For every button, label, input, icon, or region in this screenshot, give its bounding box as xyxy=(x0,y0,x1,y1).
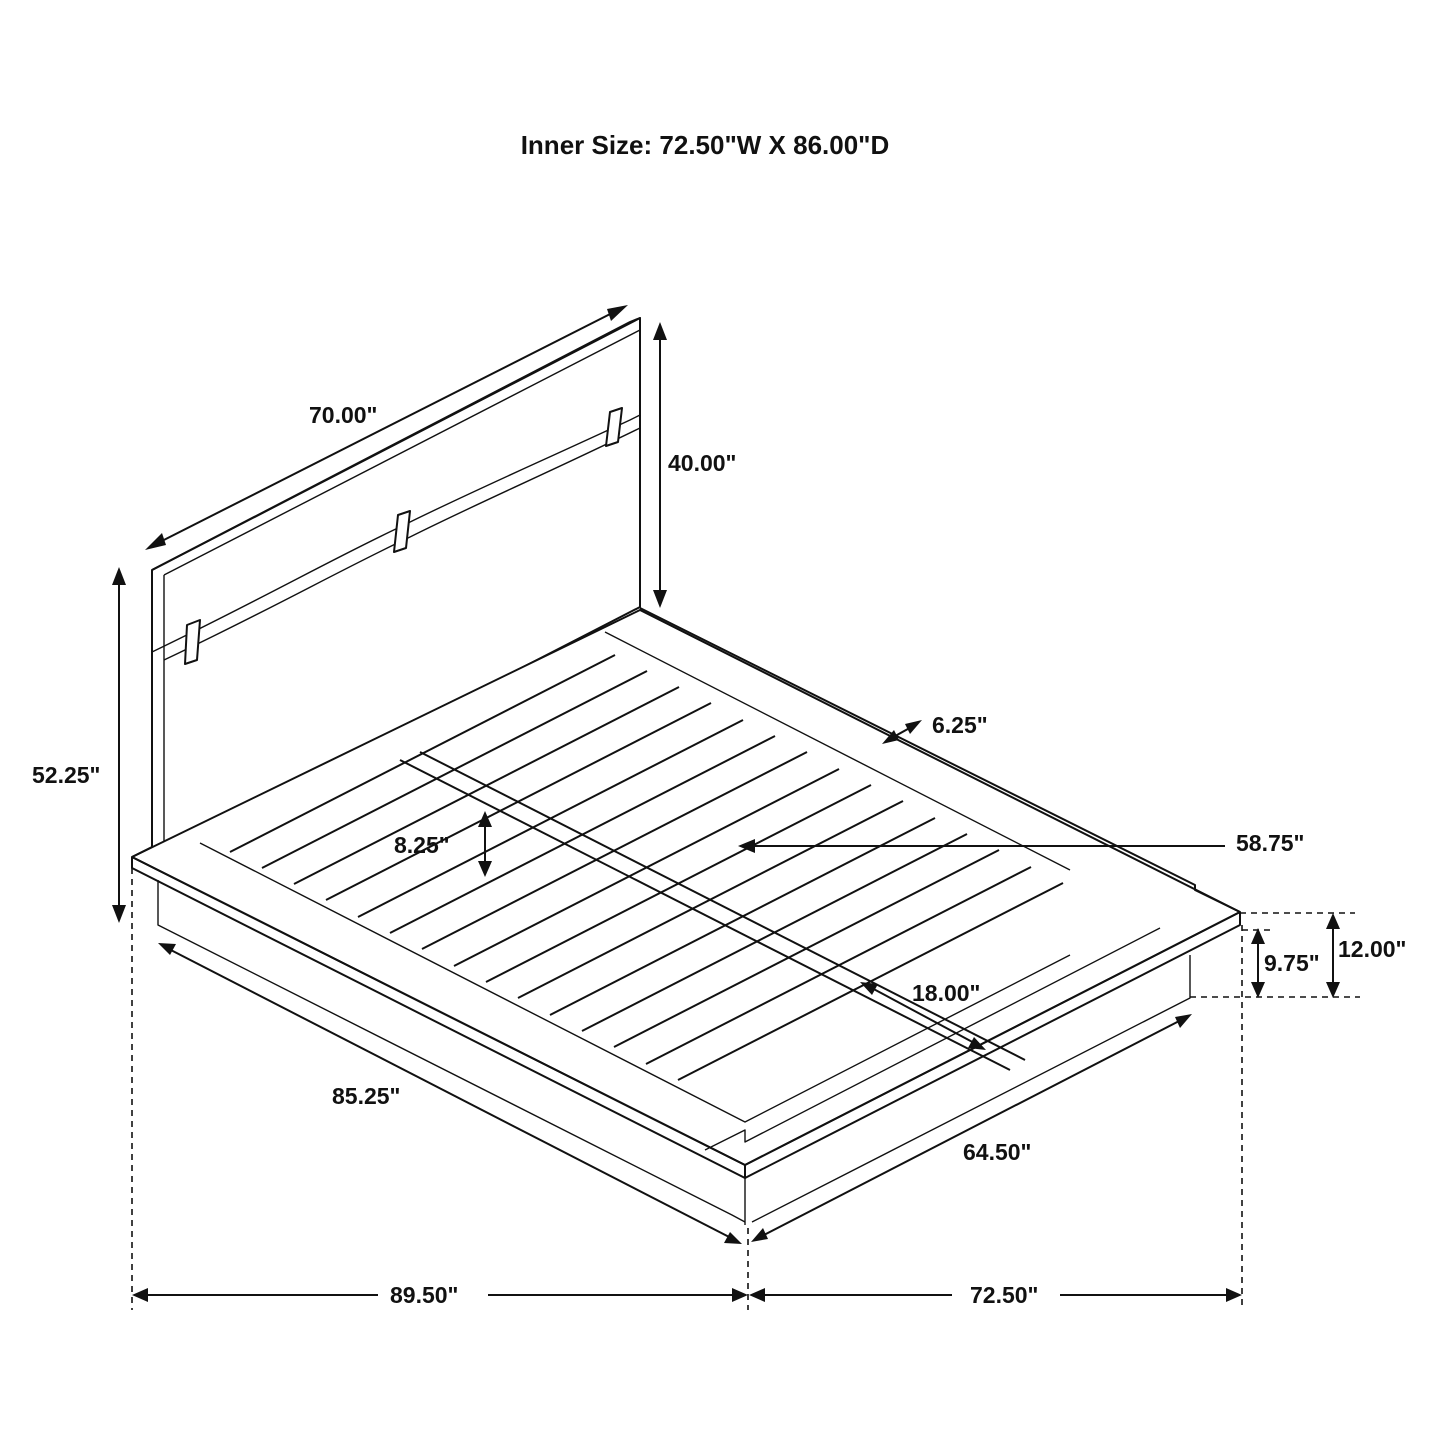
overall-height-label: 52.25" xyxy=(32,762,101,788)
clearance-label: 8.25" xyxy=(394,832,450,858)
dimension-lines xyxy=(112,305,1360,1310)
headboard-height-label: 40.00" xyxy=(668,450,737,476)
base-inner-height-label: 9.75" xyxy=(1264,950,1320,976)
overall-length-label: 89.50" xyxy=(390,1282,459,1308)
base-height-label: 12.00" xyxy=(1338,936,1407,962)
foot-rail-length-label: 64.50" xyxy=(963,1139,1032,1165)
inner-size-title: Inner Size: 72.50"W X 86.00"D xyxy=(520,130,890,160)
slats xyxy=(229,654,1064,1081)
rail-width-label: 6.25" xyxy=(932,712,988,738)
headboard xyxy=(151,317,641,863)
mattress-width-label: 58.75" xyxy=(1236,830,1305,856)
overall-width-label: 72.50" xyxy=(970,1282,1039,1308)
side-rail-length-label: 85.25" xyxy=(332,1083,401,1109)
footboard-offset-label: 18.00" xyxy=(912,980,981,1006)
headboard-width-label: 70.00" xyxy=(309,402,378,428)
